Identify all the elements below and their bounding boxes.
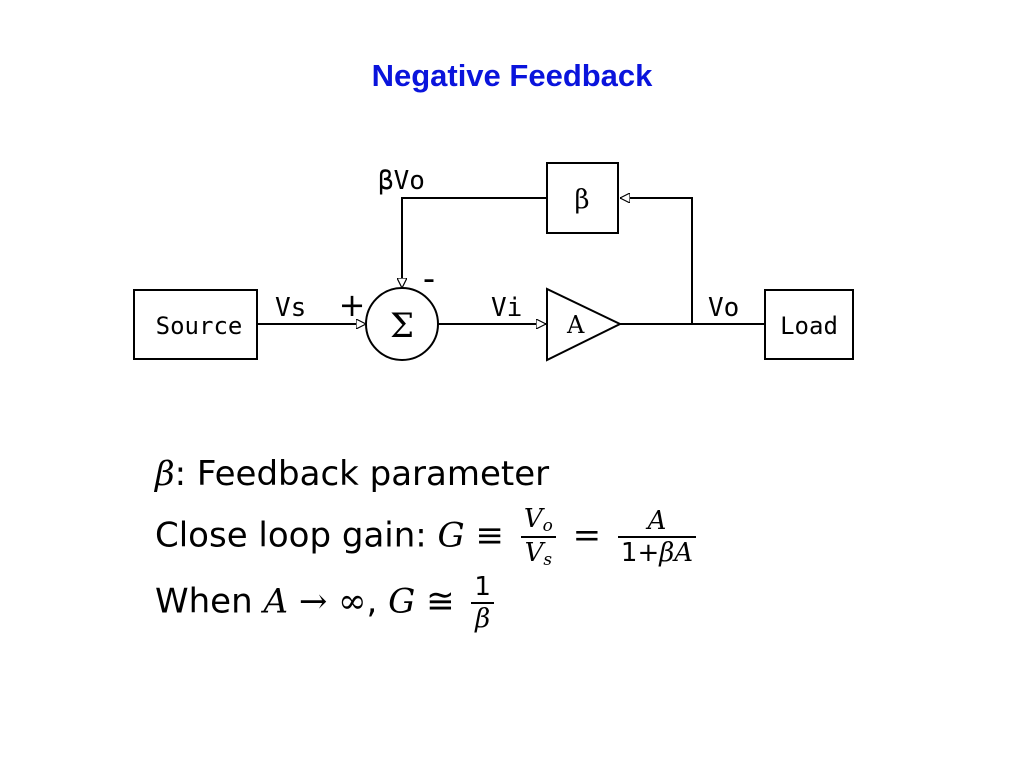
fraction-numerator-a: A	[617, 508, 697, 539]
equation-line-3: When A → ∞, G ≅ 1 β	[155, 574, 500, 632]
equiv-symbol: ≡	[475, 515, 505, 556]
close-loop-gain-label: Close loop gain:	[155, 515, 438, 556]
equation-line-1: β: Feedback parameter	[155, 454, 549, 494]
equals-symbol: =	[572, 515, 602, 556]
load-block	[764, 289, 854, 360]
vi-label: Vi	[491, 293, 522, 323]
gain-a-symbol: A	[263, 581, 289, 622]
feedback-return-line	[402, 197, 547, 288]
source-block	[133, 289, 258, 360]
beta-vo-label: βVo	[378, 166, 425, 196]
vs-label: Vs	[275, 293, 306, 323]
minus-sign: -	[423, 259, 435, 299]
fraction-beta-a: βA	[659, 538, 694, 569]
comma: ,	[366, 581, 389, 622]
source-label: Source	[156, 312, 243, 340]
vo-over-vs-fraction: Vo Vs	[520, 504, 556, 570]
infinity-symbol: ∞	[338, 581, 367, 622]
feedback-output-line	[620, 198, 693, 324]
equation-line-2: Close loop gain: G ≡ Vo Vs = A 1+βA	[155, 506, 702, 568]
approx-symbol: ≅	[426, 581, 455, 622]
beta-symbol: β	[155, 454, 175, 494]
vo-var: V	[523, 504, 543, 534]
sigma-symbol: Σ	[390, 306, 414, 346]
amplifier-triangle	[546, 287, 623, 362]
gain-symbol: G	[437, 515, 465, 556]
beta-block-label: β	[574, 185, 589, 215]
closed-loop-fraction: A 1+βA	[617, 508, 697, 569]
gain-g-symbol: G	[388, 581, 416, 622]
load-label: Load	[780, 312, 838, 340]
vo-label: Vo	[708, 293, 739, 323]
amplifier-label: A	[566, 311, 585, 339]
plus-sign: +	[339, 286, 366, 324]
vs-var: V	[524, 538, 544, 569]
fraction-one: 1	[471, 574, 494, 604]
vo-subscript: o	[542, 515, 553, 536]
fraction-one-plus: 1+	[620, 538, 660, 569]
page-title: Negative Feedback	[371, 58, 653, 93]
arrow-symbol: →	[298, 581, 328, 622]
vs-subscript: s	[543, 549, 553, 570]
one-over-beta-fraction: 1 β	[471, 574, 494, 632]
feedback-parameter-text: : Feedback parameter	[174, 454, 550, 494]
when-label: When	[155, 581, 264, 622]
fraction-beta: β	[475, 604, 491, 634]
